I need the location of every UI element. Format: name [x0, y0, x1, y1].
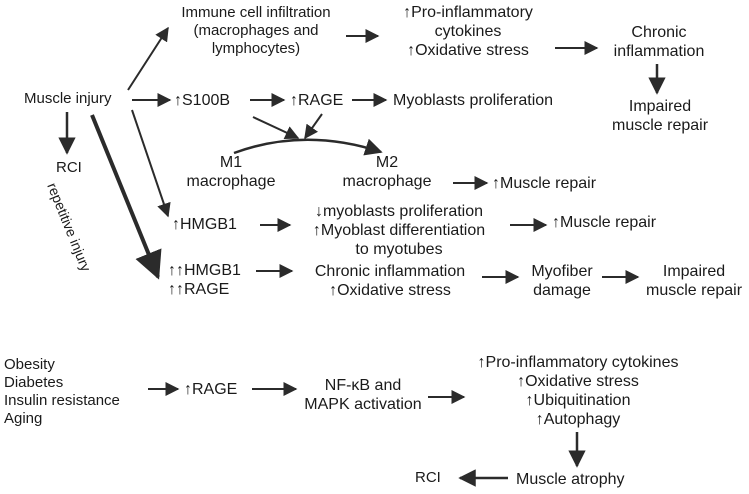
effects-line-3: to myotubes: [355, 241, 443, 258]
immune-line-2: (macrophages and: [193, 22, 319, 39]
cytokines-line-1: ↑Pro-inflammatory: [403, 4, 533, 21]
cytokines-line-2: cytokines: [434, 23, 502, 40]
myofiber-damage-node: Myofiber damage: [520, 262, 604, 300]
m1-line-1: M1: [219, 154, 243, 171]
cytokines-oxidative-node: ↑Pro-inflammatory cytokines ↑Oxidative s…: [380, 3, 556, 60]
hmgb1-node: ↑HMGB1: [172, 216, 237, 233]
conditions-list: Obesity Diabetes Insulin resistance Agin…: [4, 356, 120, 428]
arrow-m1-to-m2: [233, 138, 383, 156]
effects-line-2: ↑Myoblast differentiation: [312, 222, 486, 239]
immune-line-3: lymphocytes): [211, 40, 301, 57]
impaired-bottom-line-2: muscle repair: [645, 282, 743, 299]
causes-line-1: ↑Pro-inflammatory cytokines: [477, 354, 679, 371]
m1-line-2: macrophage: [186, 173, 276, 190]
muscle-repair-1-node: ↑Muscle repair: [492, 175, 597, 192]
arrow-repetitive-injury: [90, 114, 162, 280]
myofiber-line-2: damage: [533, 282, 591, 299]
condition-insulin-resistance: Insulin resistance: [4, 392, 120, 409]
effects-line-1: ↓myoblasts proliferation: [314, 203, 484, 220]
rci-top-label: RCI: [56, 159, 82, 176]
chronic-top-line-2: inflammation: [613, 43, 705, 60]
arrow-injury-to-hmgb1: [131, 109, 171, 218]
high-line-1: ↑↑HMGB1: [168, 262, 241, 279]
causes-line-2: ↑Oxidative stress: [517, 373, 639, 390]
chronic-top-line-1: Chronic: [631, 24, 687, 41]
s100b-node: ↑S100B: [174, 92, 231, 109]
nfkb-line-1: NF-κB and: [324, 377, 402, 394]
nfkb-mapk-node: NF-κB and MAPK activation: [296, 376, 430, 414]
causes-line-3: ↑Ubiquitination: [525, 392, 631, 409]
myoblasts-proliferation-node: Myoblasts proliferation: [393, 92, 554, 109]
rci-bottom-label: RCI: [415, 469, 441, 486]
impaired-bottom-line-1: Impaired: [662, 263, 726, 280]
impaired-top-line-2: muscle repair: [611, 117, 709, 134]
immune-infiltration-node: Immune cell infiltration (macrophages an…: [168, 4, 344, 58]
muscle-atrophy-node: Muscle atrophy: [516, 471, 625, 488]
chronic-inflammation-top-node: Chronic inflammation: [604, 23, 714, 61]
impaired-repair-bottom-node: Impaired muscle repair: [640, 262, 748, 300]
high-line-2: ↑↑RAGE: [168, 281, 230, 298]
impaired-top-line-1: Impaired: [628, 98, 692, 115]
impaired-repair-top-node: Impaired muscle repair: [600, 97, 720, 135]
rage-2-node: ↑RAGE: [184, 381, 238, 398]
m2-macrophage-node: M2 macrophage: [330, 153, 444, 191]
cytokines-line-3: ↑Oxidative stress: [407, 42, 529, 59]
hmgb1-effects-node: ↓myoblasts proliferation ↑Myoblast diffe…: [292, 202, 506, 259]
chronic-oxidative-line-1: Chronic inflammation: [314, 263, 466, 280]
condition-aging: Aging: [4, 410, 43, 427]
condition-obesity: Obesity: [4, 356, 55, 373]
myofiber-line-1: Myofiber: [531, 263, 593, 280]
m1-macrophage-node: M1 macrophage: [178, 153, 284, 191]
immune-line-1: Immune cell infiltration: [181, 4, 331, 21]
atrophy-causes-node: ↑Pro-inflammatory cytokines ↑Oxidative s…: [456, 353, 700, 429]
muscle-repair-2-node: ↑Muscle repair: [552, 214, 657, 231]
arrow-rage-to-curve: [304, 113, 323, 140]
hmgb1-rage-high-node: ↑↑HMGB1 ↑↑RAGE: [168, 261, 241, 299]
arrow-injury-to-immune: [127, 26, 169, 91]
condition-diabetes: Diabetes: [4, 374, 64, 391]
muscle-injury-label: Muscle injury: [24, 90, 112, 107]
chronic-oxidative-line-2: ↑Oxidative stress: [329, 282, 451, 299]
chronic-oxidative-node: Chronic inflammation ↑Oxidative stress: [298, 262, 482, 300]
m2-line-1: M2: [375, 154, 399, 171]
arrow-s100b-to-curve: [252, 116, 300, 140]
nfkb-line-2: MAPK activation: [304, 396, 422, 413]
m2-line-2: macrophage: [342, 173, 432, 190]
rage-1-node: ↑RAGE: [290, 92, 344, 109]
causes-line-4: ↑Autophagy: [535, 411, 621, 428]
